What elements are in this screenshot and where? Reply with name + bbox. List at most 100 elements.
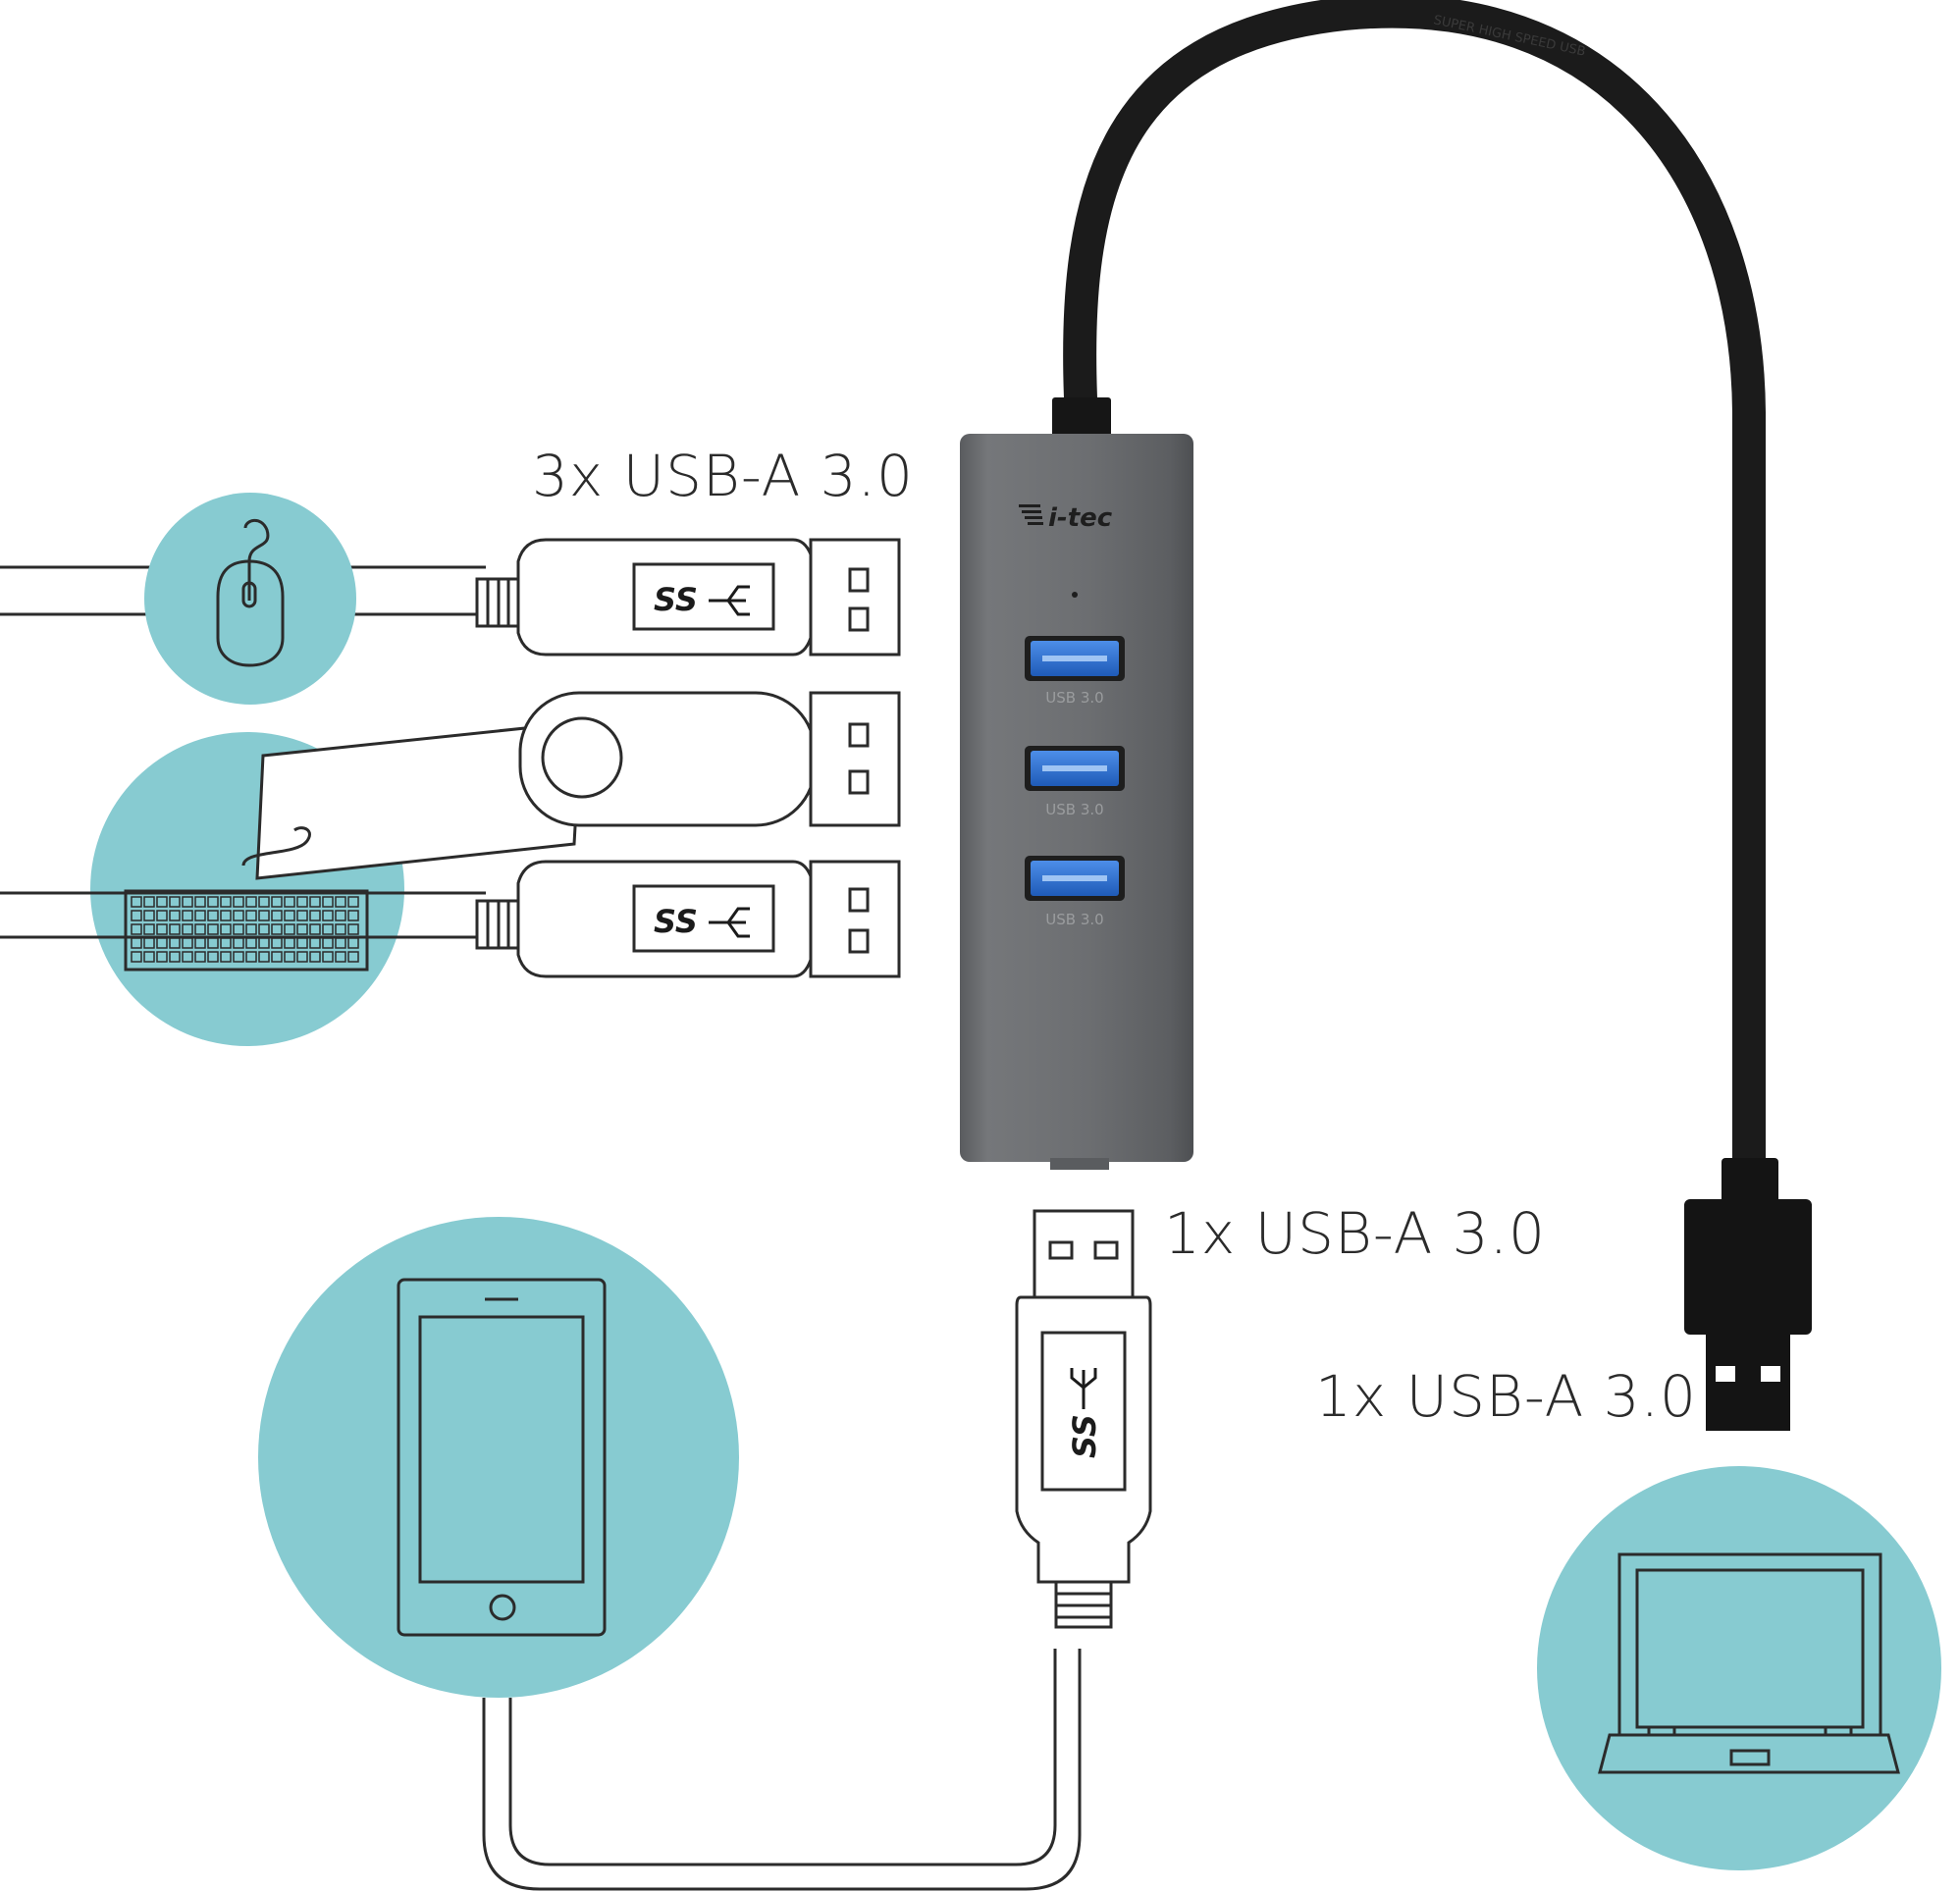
laptop-icon <box>1598 1552 1900 1774</box>
keyboard-key <box>271 923 283 935</box>
keyboard-key <box>220 896 232 908</box>
usb-port-3[interactable]: USB 3.0 <box>1025 856 1125 928</box>
keyboard-key <box>194 923 206 935</box>
keyboard-key <box>296 937 308 949</box>
keyboard-key <box>233 937 244 949</box>
keyboard-key <box>194 910 206 921</box>
port-label: USB 3.0 <box>1045 689 1103 707</box>
hub-strain-relief <box>1052 397 1111 442</box>
keyboard-key <box>156 937 168 949</box>
keyboard-key <box>182 923 193 935</box>
keyboard-key <box>182 896 193 908</box>
keyboard-key <box>322 896 334 908</box>
keyboard-key <box>207 910 219 921</box>
ss-logo: SS <box>654 581 698 618</box>
keyboard-key <box>131 896 142 908</box>
keyboard-key <box>309 951 321 963</box>
keyboard-key <box>169 923 181 935</box>
keyboard-key <box>169 951 181 963</box>
keyboard-icon <box>124 826 369 972</box>
keyboard-key <box>347 923 359 935</box>
keyboard-key <box>207 896 219 908</box>
keyboard-key <box>194 951 206 963</box>
keyboard-key <box>143 937 155 949</box>
keyboard-key <box>284 896 295 908</box>
keyboard-key <box>220 910 232 921</box>
keyboard-key <box>233 923 244 935</box>
keyboard-key <box>207 937 219 949</box>
keyboard-key <box>131 937 142 949</box>
downstream-usb-plug: SS <box>1015 1209 1152 1629</box>
keyboard-key <box>322 937 334 949</box>
keyboard-key <box>233 951 244 963</box>
keyboard-key <box>143 923 155 935</box>
keyboard-key <box>258 896 270 908</box>
keyboard-key <box>131 923 142 935</box>
keyboard-key <box>245 896 257 908</box>
keyboard-key <box>347 937 359 949</box>
top-ports-label: 3x USB-A 3.0 <box>532 443 914 509</box>
keyboard-key <box>169 937 181 949</box>
port-label: USB 3.0 <box>1045 801 1103 818</box>
keyboard-key <box>182 937 193 949</box>
downstream-port-label: 1x USB-A 3.0 <box>1164 1200 1546 1267</box>
keyboard-key <box>271 951 283 963</box>
keyboard-key <box>309 937 321 949</box>
mouse-icon <box>216 518 285 667</box>
keyboard-key <box>284 937 295 949</box>
keyboard-key <box>284 923 295 935</box>
keyboard-key <box>233 910 244 921</box>
keyboard-key <box>309 896 321 908</box>
brand-name: i-tec <box>1048 503 1113 533</box>
keyboard-key <box>347 951 359 963</box>
usb-plug-keyboard: SS <box>475 860 901 978</box>
keyboard-key <box>143 896 155 908</box>
keyboard-key <box>169 910 181 921</box>
keyboard-key <box>309 910 321 921</box>
keyboard-key <box>296 910 308 921</box>
keyboard-key <box>335 951 346 963</box>
brand-logo: i-tec <box>1019 503 1113 533</box>
keyboard-key <box>335 896 346 908</box>
keyboard-key <box>245 923 257 935</box>
phone-cable <box>482 1649 1082 1891</box>
keyboard-key <box>156 923 168 935</box>
upstream-plug-label: 1x USB-A 3.0 <box>1315 1363 1697 1430</box>
mouse-device <box>0 493 486 705</box>
keyboard-key <box>271 937 283 949</box>
keyboard-key <box>271 910 283 921</box>
keyboard-key <box>322 910 334 921</box>
status-led <box>1072 592 1078 598</box>
keyboard-key <box>220 937 232 949</box>
keyboard-key <box>309 923 321 935</box>
keyboard-key <box>156 910 168 921</box>
keyboard-key <box>322 951 334 963</box>
smartphone-icon <box>397 1278 607 1637</box>
laptop-device <box>1537 1466 1941 1870</box>
keyboard-key <box>284 951 295 963</box>
keyboard-key <box>296 951 308 963</box>
keyboard-key <box>131 951 142 963</box>
keyboard-key <box>131 910 142 921</box>
keyboard-key <box>347 896 359 908</box>
keyboard-key <box>335 937 346 949</box>
usb-port-2[interactable]: USB 3.0 <box>1025 746 1125 818</box>
keyboard-key <box>207 923 219 935</box>
keyboard-key <box>245 951 257 963</box>
keyboard-key <box>169 896 181 908</box>
keyboard-key <box>143 951 155 963</box>
keyboard-key <box>220 923 232 935</box>
keyboard-key <box>271 896 283 908</box>
keyboard-key <box>296 896 308 908</box>
smartphone-device <box>258 1217 739 1698</box>
keyboard-key <box>143 910 155 921</box>
keyboard-key <box>258 910 270 921</box>
ss-logo: SS <box>654 903 698 940</box>
keyboard-key <box>156 896 168 908</box>
usb-port-1[interactable]: USB 3.0 <box>1025 636 1125 707</box>
usb-flash-drive-icon <box>255 691 901 880</box>
keyboard-key <box>258 923 270 935</box>
upstream-usb-plug <box>1684 1158 1812 1431</box>
keyboard-key <box>347 910 359 921</box>
